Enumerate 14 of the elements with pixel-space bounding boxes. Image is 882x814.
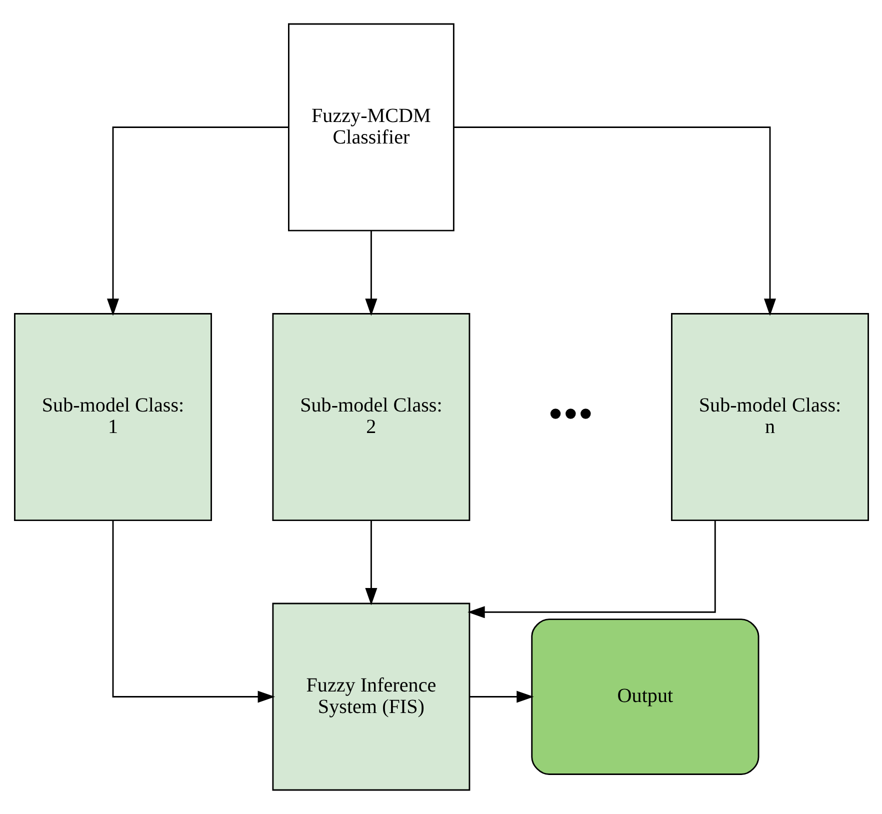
arrow xyxy=(364,520,377,606)
node-box: Fuzzy Inference System (FIS) xyxy=(272,602,470,791)
arrow xyxy=(469,690,534,703)
node-box: Fuzzy-MCDM Classifier xyxy=(288,23,454,232)
arrow xyxy=(112,520,275,703)
arrow xyxy=(453,126,776,316)
node-box: Sub-model Class: 1 xyxy=(14,313,212,522)
node-box: Sub-model Class: n xyxy=(670,313,868,522)
label: ••• xyxy=(548,390,593,438)
arrow xyxy=(467,520,716,618)
node-box: Output xyxy=(530,618,759,775)
arrow xyxy=(364,230,377,316)
node-box: Sub-model Class: 2 xyxy=(272,313,470,522)
arrow xyxy=(106,126,288,316)
